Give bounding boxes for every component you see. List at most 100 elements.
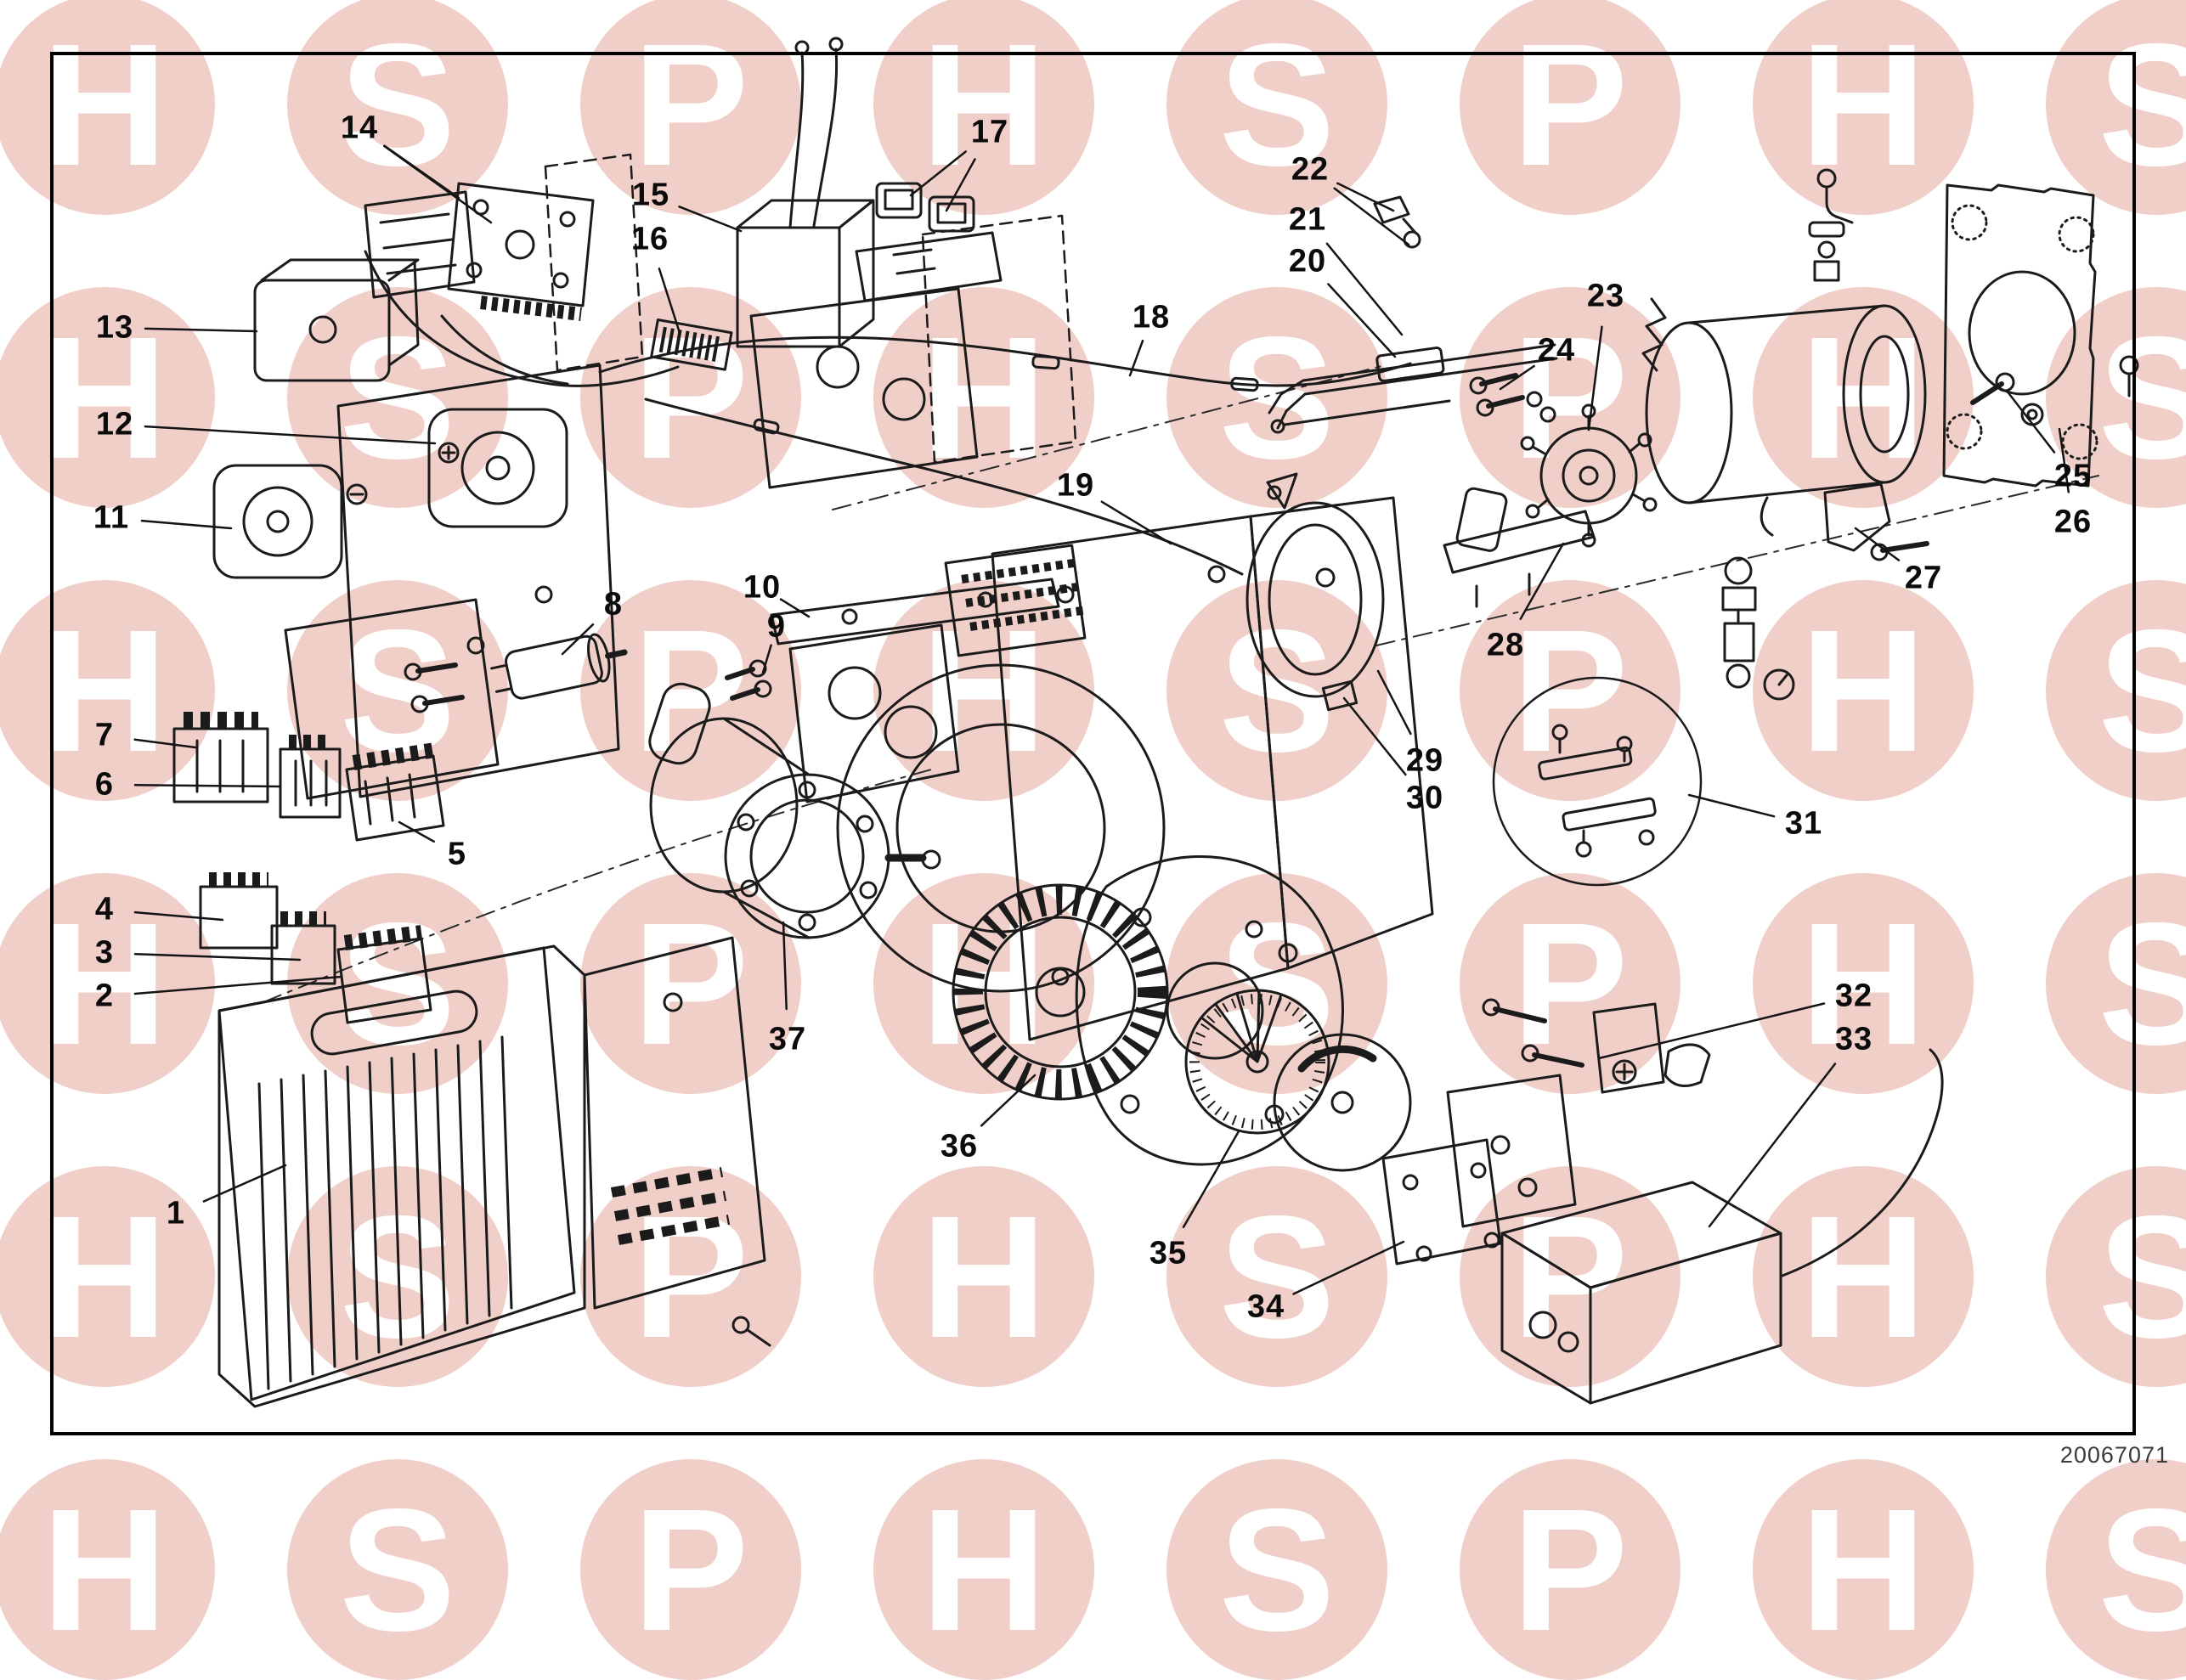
part-1-side-panel xyxy=(583,936,771,1347)
callout-12: 12 xyxy=(95,406,134,443)
watermark-letter-h: H xyxy=(873,287,1094,508)
callout-16: 16 xyxy=(630,221,669,257)
part-6-terminal-block xyxy=(279,735,342,819)
callout-13: 13 xyxy=(95,309,134,346)
doc-number: 20067071 xyxy=(2059,1442,2169,1468)
callout-37: 37 xyxy=(768,1021,807,1057)
watermark-letter-p: P xyxy=(1460,287,1680,508)
part-12-coil xyxy=(427,408,568,528)
callout-20: 20 xyxy=(1288,243,1327,279)
part-14-bracket-plate xyxy=(364,182,595,321)
part-37-motor xyxy=(648,682,941,939)
callout-32: 32 xyxy=(1834,978,1873,1014)
part-elbow-fitting xyxy=(1808,168,1854,282)
watermark-letter-p: P xyxy=(1460,580,1680,801)
callout-34: 34 xyxy=(1246,1288,1285,1325)
watermark-letter-p: P xyxy=(1460,873,1680,1094)
watermark-letter-h: H xyxy=(873,1166,1094,1387)
callout-27: 27 xyxy=(1904,560,1943,596)
part-32-screws xyxy=(1482,998,1711,1094)
cable-19 xyxy=(644,397,1244,576)
watermark-letter-p: P xyxy=(1460,0,1680,215)
callout-24: 24 xyxy=(1537,332,1576,369)
part-13-cover xyxy=(253,258,420,382)
callout-9: 9 xyxy=(766,608,787,645)
cable-upper-left xyxy=(364,250,680,387)
part-backplate-2 xyxy=(1249,496,1434,970)
diagram-art xyxy=(133,37,2139,1408)
watermark-letter-h: H xyxy=(873,0,1094,215)
part-11-coil xyxy=(212,464,368,579)
watermark-letter-s: S xyxy=(1166,580,1387,801)
part-26-gasket xyxy=(1942,183,2139,488)
callout-17: 17 xyxy=(970,114,1009,150)
watermark-letter-h: H xyxy=(1753,580,1974,801)
part-20-21-electrodes xyxy=(1268,343,1558,434)
callout-4: 4 xyxy=(94,891,115,927)
part-bracket-lower-mid xyxy=(788,623,960,803)
part-17-switches xyxy=(855,182,1003,302)
part-1-burner-cover xyxy=(217,944,586,1408)
part-valve-stack xyxy=(1721,556,1795,701)
watermark-letter-h: H xyxy=(1753,1166,1974,1387)
watermark-letter-s: S xyxy=(1166,0,1387,215)
callout-21: 21 xyxy=(1288,201,1327,238)
watermark-letter-h: H xyxy=(1753,873,1974,1094)
watermark-letter-h: H xyxy=(0,580,215,801)
part-36-fan-wheel xyxy=(952,883,1169,1101)
callout-31: 31 xyxy=(1784,805,1823,842)
part-pump-cover xyxy=(1075,855,1344,1166)
watermark-letter-p: P xyxy=(580,873,801,1094)
part-16-connector-strip xyxy=(650,319,733,371)
callout-5: 5 xyxy=(447,836,467,872)
part-29-30-ring xyxy=(1246,472,1385,712)
watermark-letter-p: P xyxy=(580,0,801,215)
callout-11: 11 xyxy=(93,499,130,536)
watermark-letter-h: H xyxy=(0,287,215,508)
part-22-clamp xyxy=(1373,195,1421,249)
watermark-letter-s: S xyxy=(1166,1166,1387,1387)
part-7-terminal-block xyxy=(172,712,269,803)
watermark-letter-s: S xyxy=(287,0,508,215)
cable-18 xyxy=(598,335,1412,392)
callout-15: 15 xyxy=(631,177,670,213)
callout-26: 26 xyxy=(2053,504,2093,540)
callout-35: 35 xyxy=(1149,1235,1188,1271)
part-35-damper-disc xyxy=(1184,989,1330,1135)
callout-10: 10 xyxy=(743,569,782,606)
watermark-letter-s: S xyxy=(287,580,508,801)
watermark-letter-s: S xyxy=(1166,287,1387,508)
part-24-screws xyxy=(1469,373,1556,423)
part-27-blast-tube xyxy=(1641,297,1929,561)
part-3-terminal-block xyxy=(270,911,336,985)
leader-lines xyxy=(133,144,2070,1295)
callout-22: 22 xyxy=(1291,151,1330,188)
part-31-detail-circle xyxy=(1492,676,1703,887)
part-bracket-mid xyxy=(284,598,500,800)
part-fan-housing xyxy=(836,544,1166,993)
watermark-letter-s: S xyxy=(2046,580,2186,801)
part-25-screw xyxy=(1970,372,2044,426)
part-8-solenoid xyxy=(490,633,628,700)
part-mounting-bracket-back xyxy=(336,364,620,798)
callout-28: 28 xyxy=(1486,627,1525,663)
callout-36: 36 xyxy=(940,1128,979,1164)
callout-7: 7 xyxy=(94,717,115,753)
callout-18: 18 xyxy=(1132,299,1171,335)
watermark-letter-h: H xyxy=(0,873,215,1094)
callout-30: 30 xyxy=(1405,780,1444,816)
callout-8: 8 xyxy=(603,586,624,623)
part-15-control-box xyxy=(736,37,875,348)
callout-29: 29 xyxy=(1405,742,1444,779)
callout-23: 23 xyxy=(1586,278,1625,314)
watermark-letter-h: H xyxy=(0,0,215,215)
part-2-terminal-block xyxy=(336,925,432,1024)
part-9-screws xyxy=(725,659,772,701)
watermark-letter-p: P xyxy=(580,287,801,508)
watermark-letter-h: H xyxy=(1753,0,1974,215)
part-nozzle-holder xyxy=(1443,487,1596,608)
watermark-letter-h: H xyxy=(0,1166,215,1387)
callout-25: 25 xyxy=(2053,458,2093,494)
part-5-terminal-block xyxy=(345,742,445,842)
callout-14: 14 xyxy=(340,110,379,146)
